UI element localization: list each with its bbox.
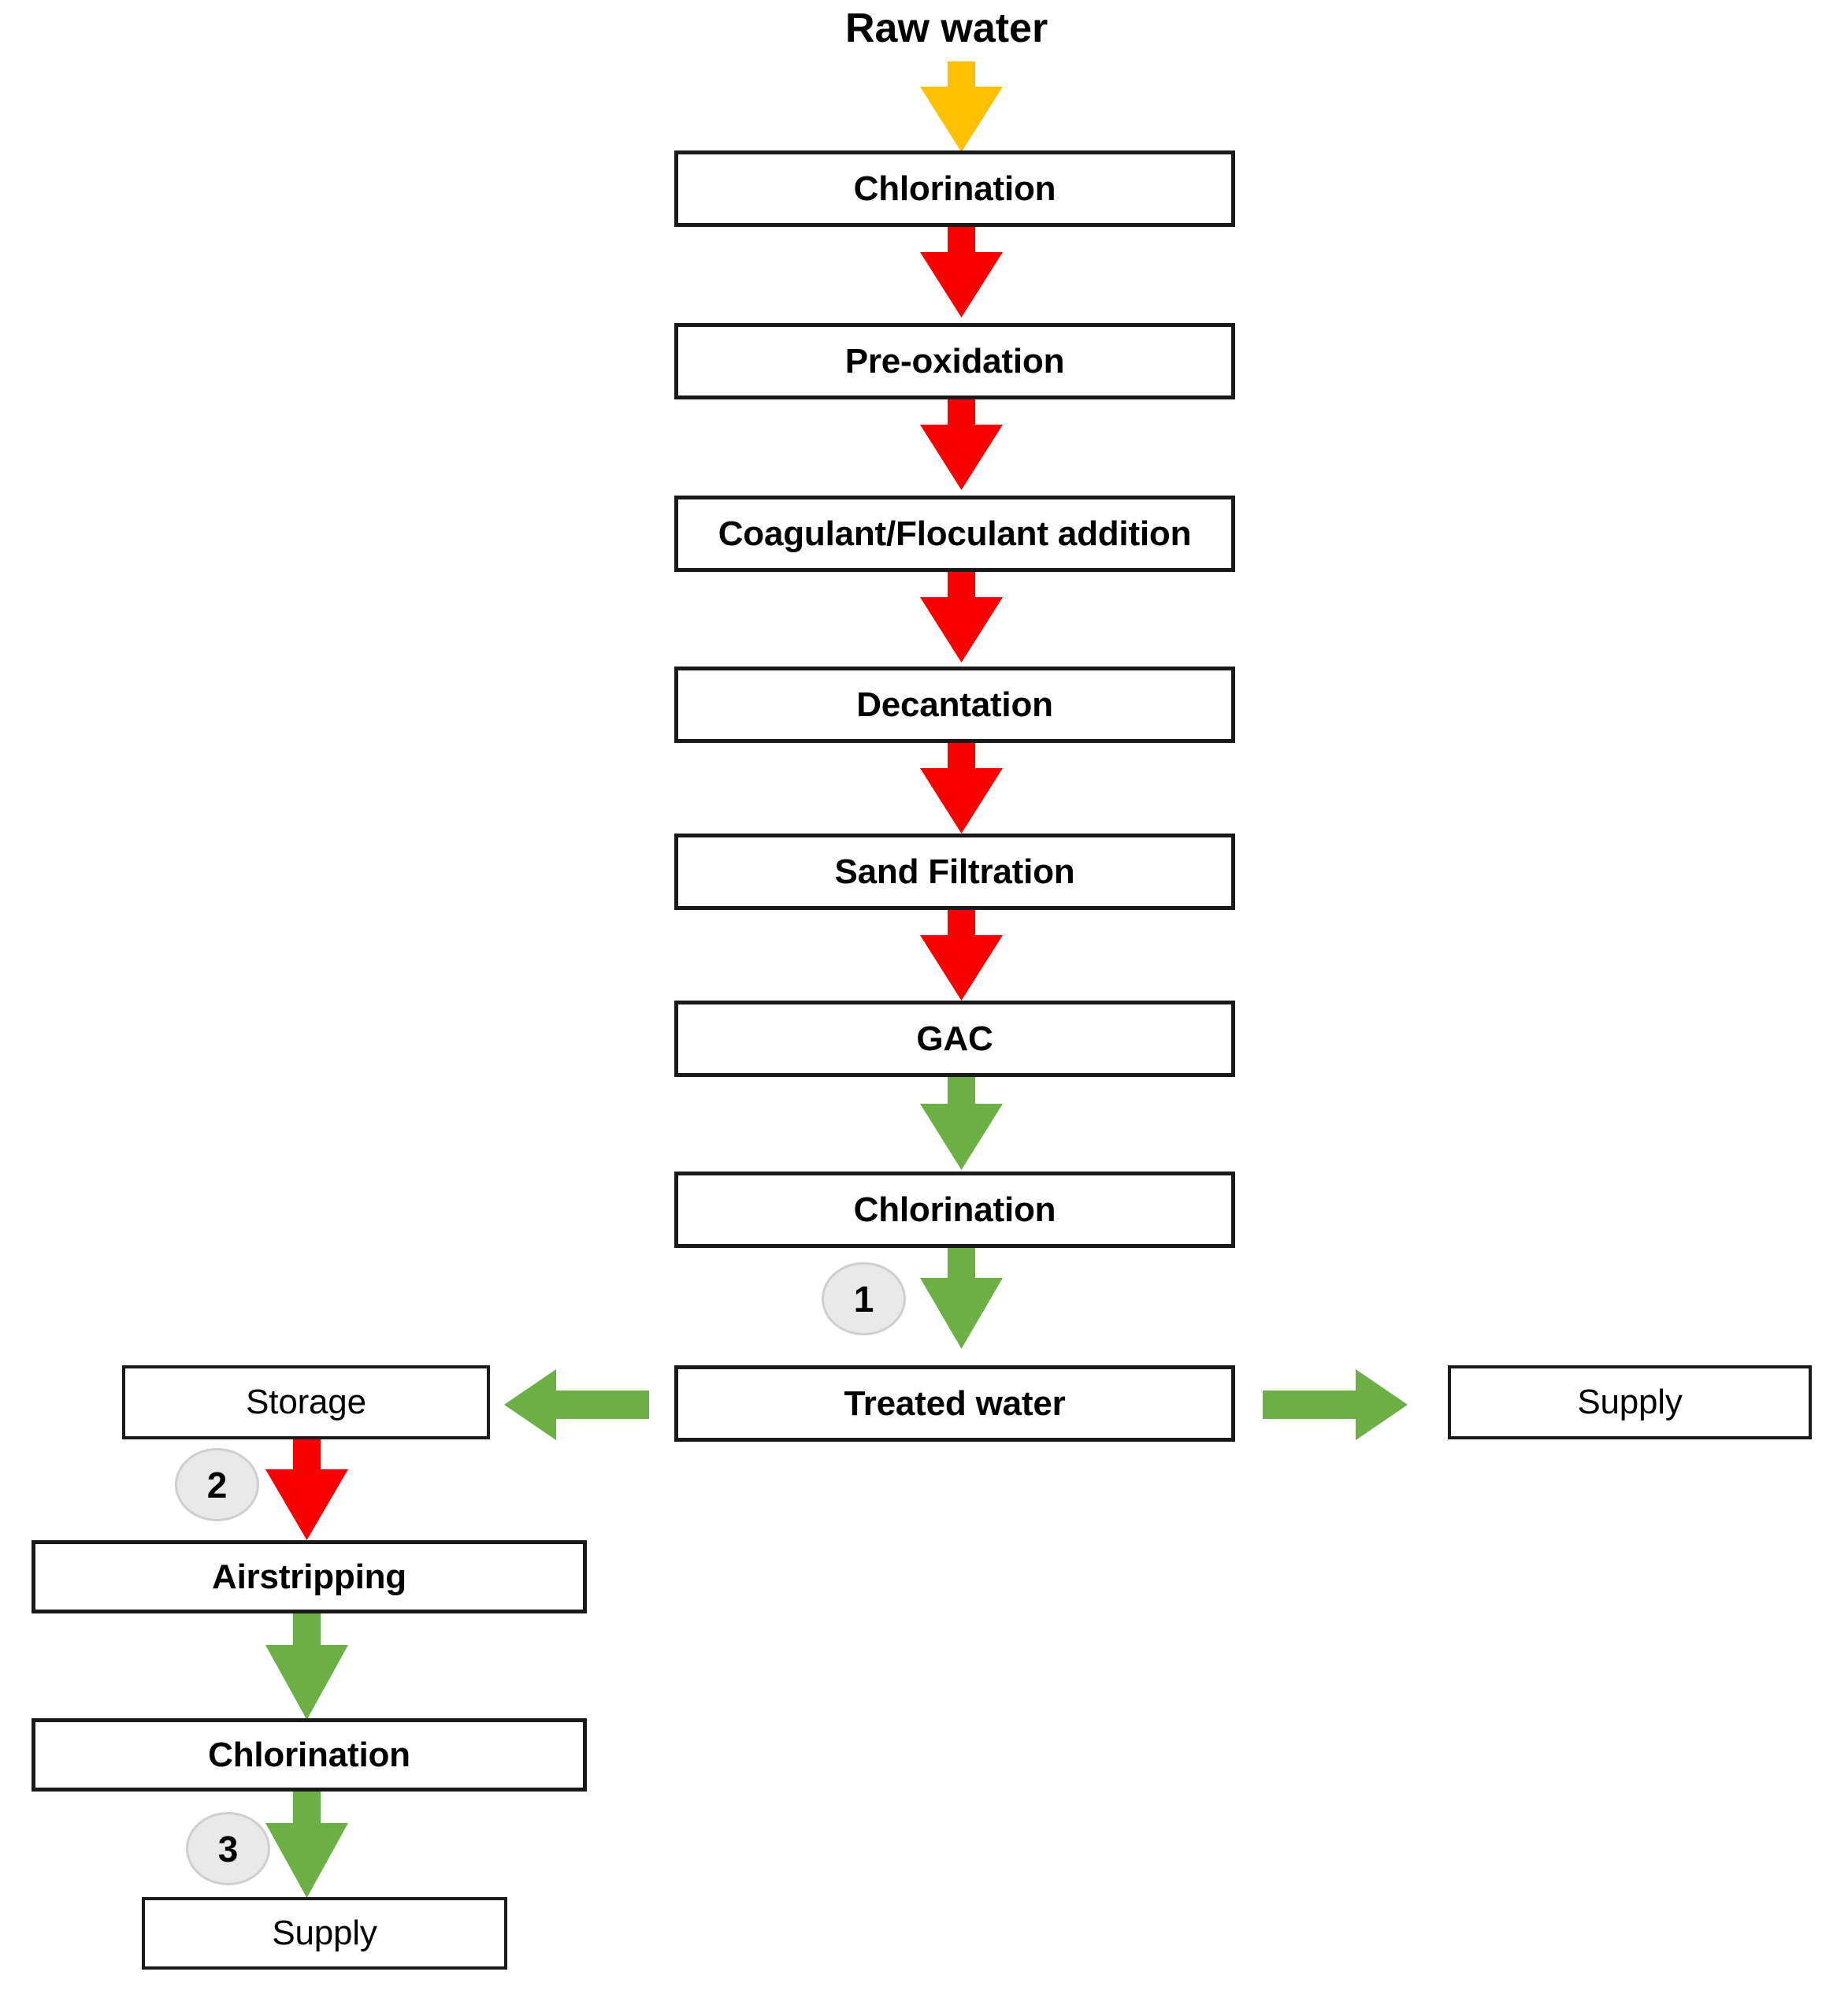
- sampling-point-2: 2: [175, 1448, 259, 1521]
- node-label: GAC: [916, 1019, 993, 1058]
- node-storage[interactable]: Storage: [122, 1365, 490, 1439]
- node-label: Chlorination: [853, 1190, 1056, 1229]
- node-label: Treated water: [844, 1383, 1066, 1423]
- page-title: Raw water: [845, 6, 1048, 51]
- node-chlorination-2[interactable]: Chlorination: [674, 1172, 1235, 1248]
- sampling-point-label: 2: [206, 1464, 228, 1506]
- node-sand-filtration[interactable]: Sand Filtration: [674, 834, 1235, 910]
- arrow-chlorination-2-to-treated-water: [920, 1248, 1003, 1349]
- arrow-airstripping-to-chlorination-3: [265, 1613, 348, 1720]
- sampling-point-label: 1: [853, 1278, 874, 1320]
- node-treated-water[interactable]: Treated water: [674, 1365, 1235, 1442]
- node-airstripping[interactable]: Airstripping: [32, 1540, 587, 1613]
- arrow-pre-oxidation-to-coagulant: [920, 399, 1003, 490]
- sampling-point-label: 3: [217, 1828, 239, 1870]
- arrow-chlorination-3-to-supply-left: [265, 1792, 348, 1898]
- node-supply-left[interactable]: Supply: [142, 1897, 507, 1970]
- node-decantation[interactable]: Decantation: [674, 667, 1235, 743]
- node-label: Coagulant/Floculant addition: [718, 514, 1192, 553]
- arrow-chlorination-1-to-pre-oxidation: [920, 227, 1003, 317]
- arrow-gac-to-chlorination-2: [920, 1077, 1003, 1170]
- arrow-coagulant-to-decantation: [920, 572, 1003, 663]
- node-coagulant-floculant-addition[interactable]: Coagulant/Floculant addition: [674, 496, 1235, 572]
- arrow-storage-to-airstripping: [265, 1439, 348, 1540]
- node-chlorination-1[interactable]: Chlorination: [674, 150, 1235, 227]
- arrow-sand-filtration-to-gac: [920, 910, 1003, 1001]
- node-label: Sand Filtration: [834, 852, 1075, 891]
- node-label: Chlorination: [853, 169, 1056, 208]
- node-gac[interactable]: GAC: [674, 1001, 1235, 1077]
- arrow-treated-water-to-storage: [504, 1369, 649, 1440]
- node-label: Supply: [1577, 1383, 1683, 1421]
- node-supply-right[interactable]: Supply: [1448, 1365, 1812, 1439]
- node-chlorination-3[interactable]: Chlorination: [32, 1718, 587, 1792]
- node-pre-oxidation[interactable]: Pre-oxidation: [674, 323, 1235, 399]
- node-label: Storage: [246, 1383, 366, 1421]
- sampling-point-1: 1: [822, 1262, 906, 1335]
- arrow-treated-water-to-supply-right: [1263, 1369, 1408, 1440]
- node-label: Chlorination: [208, 1735, 410, 1774]
- arrow-decantation-to-sand-filtration: [920, 743, 1003, 834]
- node-label: Airstripping: [212, 1557, 406, 1596]
- sampling-point-3: 3: [186, 1812, 270, 1885]
- node-label: Supply: [272, 1914, 377, 1952]
- node-label: Pre-oxidation: [844, 341, 1065, 381]
- node-label: Decantation: [856, 685, 1053, 724]
- arrow-raw-water-to-chlorination: [920, 61, 1003, 152]
